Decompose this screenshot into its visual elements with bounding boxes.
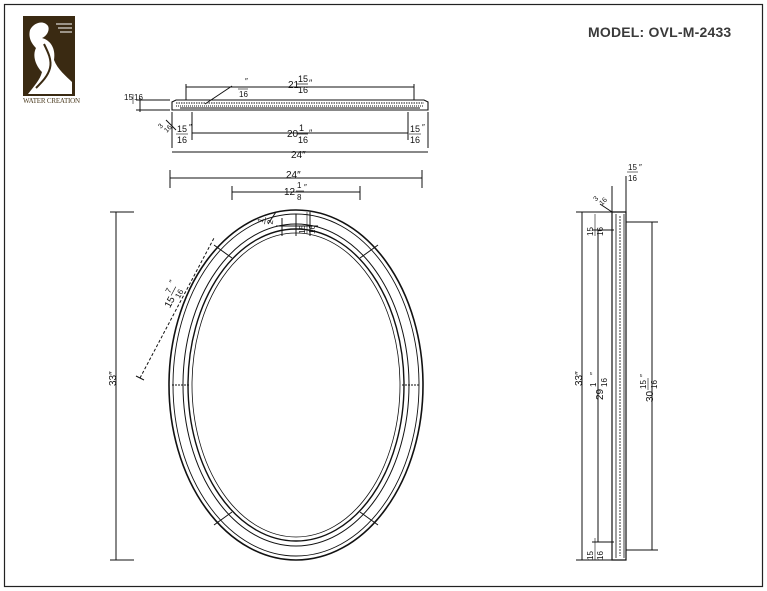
side-height: 33″ <box>574 371 585 386</box>
label-top-inner: 20 1 16 ″ <box>287 123 313 145</box>
top-corner-den: 16 <box>163 124 174 135</box>
top-lip-den: 16 <box>239 90 248 99</box>
top-right-unit: ″ <box>422 123 425 132</box>
top-corner-num: 3 <box>157 123 165 131</box>
side-inner-whole: 29 <box>595 388 606 400</box>
front-diagonal-num: 7 <box>164 286 174 295</box>
top-thick-den: 16 <box>134 93 143 102</box>
oval-inner-edge <box>187 228 405 542</box>
label-top-overall: 21 15 16 ″ <box>288 74 313 95</box>
front-diagonal-den: 16 <box>173 287 185 300</box>
label-top-right-edge: 15 16 ″ <box>409 123 425 145</box>
label-side-frame-bottom: 15 16 <box>586 538 605 560</box>
label-top-left-edge: 15 16 ″ <box>176 123 192 145</box>
top-total-width: 24″ <box>291 150 306 161</box>
top-view <box>136 84 429 153</box>
side-back-den: 16 <box>650 380 659 389</box>
label-side-corner: 3 16 <box>592 195 609 207</box>
label-top-lip: 16 ″ <box>238 77 248 99</box>
label-front-frame-width: 15 16 <box>298 212 317 234</box>
top-overall-whole: 21 <box>288 80 300 91</box>
top-thick-num: 15 <box>124 93 133 102</box>
front-bevel-num: 1 <box>256 217 266 223</box>
front-frame-num: 15 <box>298 225 307 234</box>
top-lip-unit: ″ <box>245 77 248 86</box>
side-corner-num: 3 <box>592 195 600 203</box>
top-right-num: 15 <box>410 124 420 134</box>
top-overall-den: 16 <box>298 85 308 95</box>
label-front-inner-top: 12 1 8 ″ <box>284 181 307 202</box>
front-diagonal-unit: ″ <box>167 278 176 285</box>
top-inner-whole: 20 <box>287 129 299 140</box>
top-inner-den: 16 <box>298 135 308 145</box>
top-view-profile <box>171 99 429 111</box>
side-inner-den: 16 <box>600 378 609 387</box>
label-top-thickness: 15 16 <box>124 93 143 104</box>
top-left-num: 15 <box>177 124 187 134</box>
front-view <box>110 170 424 561</box>
label-front-bevel: 1 2 <box>256 217 276 225</box>
top-overall-unit: ″ <box>309 78 313 88</box>
side-inner-unit: ″ <box>589 372 598 375</box>
label-side-top-thickness: 15 16 ″ <box>627 163 642 183</box>
top-left-unit: ″ <box>189 123 192 132</box>
brand-logo <box>23 16 75 96</box>
side-profile <box>611 211 627 561</box>
side-back-unit: ″ <box>639 374 648 377</box>
top-overall-num: 15 <box>298 74 308 84</box>
logo-caption: WATER CREATION <box>23 97 80 105</box>
side-corner-den: 16 <box>598 197 609 208</box>
side-frametop-den: 16 <box>596 227 605 236</box>
top-left-den: 16 <box>177 135 187 145</box>
label-side-frame-top: 15 16 <box>586 214 605 236</box>
side-framebottom-num: 15 <box>586 551 595 560</box>
oval-outer-edge <box>168 209 424 561</box>
side-top-unit: ″ <box>639 163 642 172</box>
front-width: 24″ <box>286 170 301 181</box>
front-inner-unit: ″ <box>304 183 307 192</box>
side-top-num: 15 <box>628 163 637 172</box>
top-inner-unit: ″ <box>309 128 313 138</box>
side-inner-num: 1 <box>589 382 598 387</box>
front-inner-den: 8 <box>297 193 302 202</box>
front-height: 33″ <box>108 371 119 386</box>
sheet-border <box>3 3 764 588</box>
label-side-inner-height: 29 1 16 ″ <box>589 372 609 400</box>
front-frame-den: 16 <box>308 225 317 234</box>
label-side-back-height: 30 15 16 ″ <box>639 374 659 402</box>
side-frametop-num: 15 <box>586 227 595 236</box>
label-top-corner: 3 16 <box>157 123 174 135</box>
front-inner-whole: 12 <box>284 187 296 198</box>
front-inner-num: 1 <box>297 181 302 190</box>
front-diagonal-whole: 15 <box>163 295 178 310</box>
side-back-whole: 30 <box>645 390 656 402</box>
top-right-den: 16 <box>410 135 420 145</box>
side-top-den: 16 <box>628 174 637 183</box>
top-inner-num: 1 <box>299 123 304 133</box>
front-bevel-den: 2 <box>266 218 276 224</box>
side-back-num: 15 <box>639 380 648 389</box>
model-label: MODEL: OVL-M-2433 <box>588 24 732 40</box>
side-framebottom-den: 16 <box>596 551 605 560</box>
